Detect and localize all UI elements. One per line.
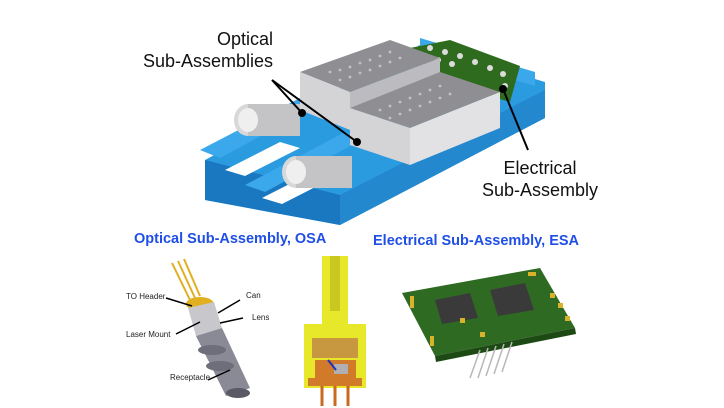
electrical-label-line1: Electrical [503, 158, 577, 178]
optical-label-line1: Optical [216, 29, 273, 49]
electrical-sub-assembly-label: Electrical Sub-Assembly [480, 157, 600, 201]
callout-to-header: TO Header [126, 292, 166, 301]
callout-receptacle: Receptacle [170, 373, 211, 382]
osa-illustration [165, 256, 366, 406]
esa-section: Electrical Sub-Assembly, ESA [360, 228, 660, 408]
callout-lens: Lens [252, 313, 270, 322]
electrical-label-line2: Sub-Assembly [481, 180, 599, 200]
esa-illustration [402, 268, 576, 379]
osa-title: Optical Sub-Assembly, OSA [134, 231, 327, 247]
optical-sub-assemblies-label: Optical Sub-Assemblies [140, 28, 273, 72]
callout-laser-mount: Laser Mount [126, 330, 171, 339]
transceiver-illustration [200, 38, 545, 225]
transceiver-diagram: Optical Sub-Assemblies Electrical Sub-As… [140, 28, 600, 225]
callout-can: Can [246, 291, 261, 300]
optical-label-line2: Sub-Assemblies [142, 51, 273, 71]
osa-section: Optical Sub-Assembly, OSA [100, 228, 370, 408]
esa-title: Electrical Sub-Assembly, ESA [373, 233, 580, 249]
